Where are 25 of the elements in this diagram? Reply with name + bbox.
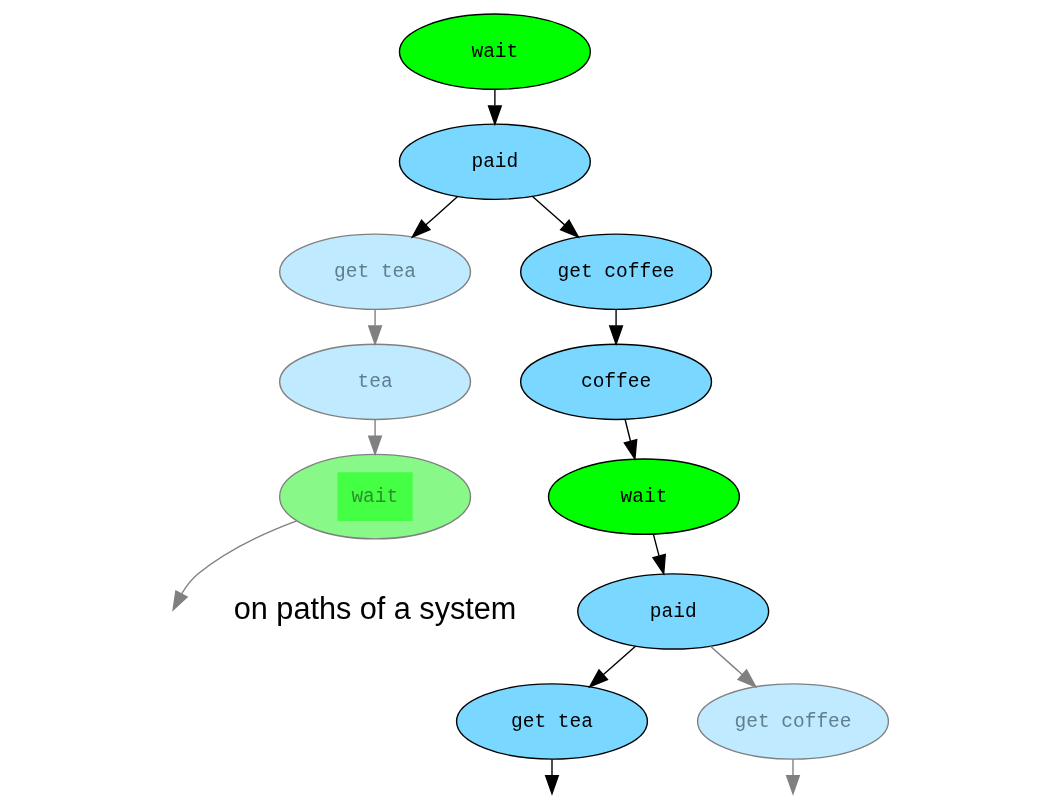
node-ellipse: wait [547, 458, 740, 535]
arrow [531, 195, 580, 239]
arrow [608, 308, 623, 347]
node-ellipse: paid [576, 573, 769, 650]
arrow [785, 758, 800, 796]
arrow [410, 195, 458, 239]
arrow [367, 308, 382, 347]
arrow [171, 520, 297, 612]
arrow [709, 645, 757, 689]
node-ellipse: paid [398, 123, 591, 201]
label: on paths of a system [233, 591, 516, 626]
arrow [367, 419, 382, 457]
node-ellipse: wait [398, 13, 591, 90]
node-ellipse: get tea [278, 233, 471, 311]
node-ellipse: get coffee [519, 233, 712, 311]
arrow [544, 758, 559, 796]
arrow [651, 533, 666, 576]
arrow [487, 88, 502, 127]
node-ellipse: get coffee [696, 683, 889, 760]
node-ellipse: wait [278, 453, 471, 540]
node-ellipse: tea [278, 343, 471, 421]
node-ellipse: coffee [519, 343, 712, 421]
arrow [622, 418, 637, 461]
arrow [587, 645, 636, 689]
node-ellipse: get tea [455, 683, 648, 760]
